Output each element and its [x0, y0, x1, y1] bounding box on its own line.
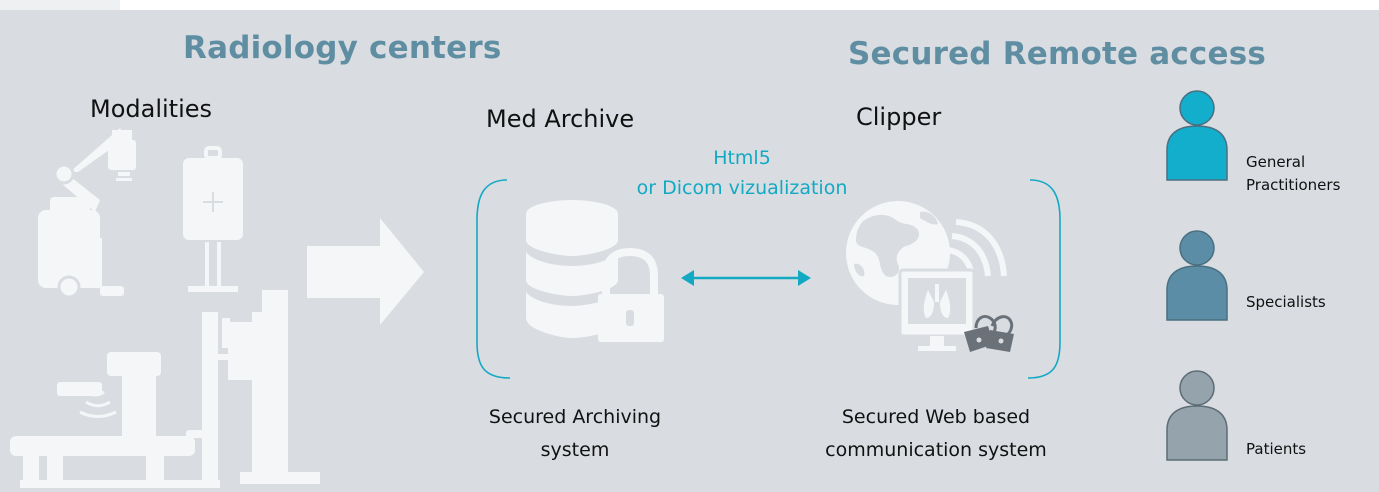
user-label-general-practitioners: General Practitioners	[1246, 151, 1340, 197]
viz-caption-line2: or Dicom vizualization	[636, 177, 848, 199]
left-bracket	[476, 179, 511, 379]
top-left-corner-strip	[0, 0, 120, 10]
user-icon-general-practitioners	[1166, 90, 1228, 181]
viz-caption: Html5 or Dicom vizualization	[612, 143, 872, 203]
user-icon-patients	[1166, 370, 1228, 461]
label-med-archive: Med Archive	[486, 105, 635, 133]
caption-secured-archiving: Secured Archiving system	[455, 401, 695, 467]
bidirectional-arrow-icon	[681, 270, 811, 286]
arrow-right-icon	[307, 218, 424, 325]
label-modalities: Modalities	[90, 95, 213, 123]
heading-radiology-centers: Radiology centers	[183, 30, 502, 66]
padlocks-icon	[964, 314, 1014, 352]
viz-caption-line1: Html5	[713, 147, 771, 169]
user-label-general-line1: General	[1246, 153, 1306, 171]
caption-web-line1: Secured Web based	[841, 406, 1031, 428]
diagram-background	[0, 10, 1379, 492]
caption-web-line2: communication system	[825, 439, 1047, 461]
user-icon-specialists	[1166, 230, 1228, 321]
label-clipper: Clipper	[856, 103, 942, 131]
right-bracket	[1027, 179, 1061, 379]
xray-table-icon	[10, 290, 320, 488]
user-label-specialists: Specialists	[1246, 293, 1326, 311]
heading-secured-remote-access: Secured Remote access	[848, 36, 1267, 72]
database-lock-icon	[526, 200, 664, 342]
xray-stand-icon	[183, 146, 243, 292]
user-label-general-line2: Practitioners	[1246, 176, 1341, 194]
user-label-patients: Patients	[1246, 440, 1307, 458]
globe-wifi-monitor-icon	[846, 201, 1007, 351]
caption-archiving-line2: system	[540, 439, 610, 461]
radiology-arm-machine-icon	[38, 128, 136, 299]
caption-archiving-line1: Secured Archiving	[488, 406, 662, 428]
caption-secured-web: Secured Web based communication system	[796, 401, 1076, 467]
